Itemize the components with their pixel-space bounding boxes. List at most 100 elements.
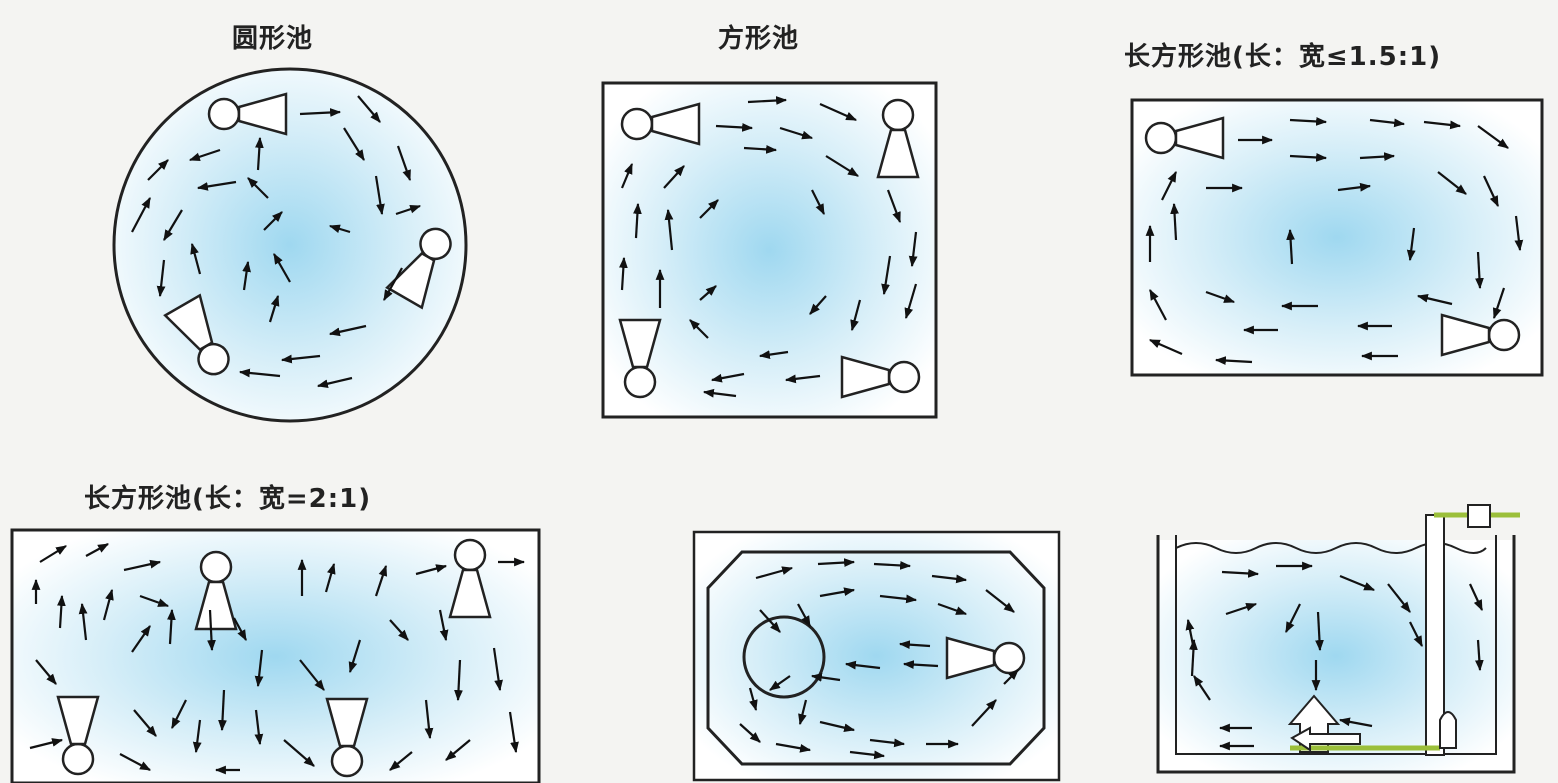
flow-arrow — [454, 659, 463, 702]
flow-arrow — [1289, 153, 1328, 162]
flow-arrow — [218, 689, 227, 732]
flow-arrow — [374, 564, 388, 597]
flow-arrow — [374, 175, 385, 216]
filtered-tank — [1156, 504, 1520, 774]
flow-arrow — [798, 699, 808, 726]
flow-arrow — [283, 739, 315, 767]
flow-arrow — [710, 372, 745, 383]
flow-arrow — [1474, 639, 1484, 672]
flow-arrow-icon — [29, 543, 526, 775]
flow-arrow — [131, 197, 151, 233]
flow-arrow — [424, 699, 434, 740]
flow-arrow — [758, 350, 789, 359]
caption-rect-pool-2: 长方形池(长：宽=2:1) — [84, 484, 372, 514]
flow-arrow — [39, 545, 67, 563]
flow-arrow — [759, 609, 781, 633]
tank-inner-wall — [1175, 535, 1497, 755]
flow-arrow — [280, 354, 321, 364]
flow-arrow — [937, 602, 968, 616]
flow-arrow — [1189, 638, 1198, 677]
flow-arrow — [78, 602, 88, 641]
flow-arrow — [316, 376, 353, 389]
octagon-pool-outline — [706, 550, 1046, 766]
flow-arrow — [1205, 290, 1236, 304]
flow-arrow — [850, 299, 862, 332]
flow-arrow — [664, 208, 674, 251]
rect-pool-2 — [10, 528, 541, 783]
heater-icon — [1439, 711, 1457, 749]
flow-arrow — [119, 753, 151, 771]
flow-arrow-icon — [739, 558, 1019, 760]
square-pool — [601, 81, 938, 419]
flow-arrow — [1289, 117, 1328, 126]
flow-arrow — [357, 95, 381, 123]
flow-return-icon — [1290, 726, 1361, 752]
flow-arrow — [898, 640, 931, 650]
flow-arrow — [748, 687, 758, 712]
flow-arrow — [1475, 251, 1484, 290]
flow-arrow — [819, 720, 856, 733]
flow-arrow — [699, 199, 719, 219]
flow-arrow — [1193, 675, 1211, 701]
flow-arrow — [268, 294, 280, 323]
flow-arrow — [131, 625, 151, 653]
flow-arrow — [389, 751, 413, 771]
flow-arrow — [1221, 569, 1260, 578]
flow-arrow — [415, 564, 448, 576]
flow-arrow — [238, 368, 281, 378]
flow-arrow — [689, 319, 709, 339]
flow-arrow — [254, 649, 264, 688]
flow-arrow — [190, 242, 202, 275]
flow-arrow — [328, 324, 367, 337]
flow-arrow — [445, 739, 471, 761]
flow-arrow — [784, 374, 821, 384]
flow-arrow — [902, 660, 939, 669]
flow-arrow — [1477, 125, 1509, 149]
flow-arrow — [1423, 120, 1462, 130]
flow-arrow — [931, 574, 968, 584]
flow-arrow — [396, 145, 412, 182]
flow-arrow — [825, 155, 859, 177]
flow-arrow — [1416, 293, 1453, 306]
flow-arrow-icon — [1185, 561, 1484, 751]
flow-arrow — [29, 738, 64, 750]
flow-arrow — [196, 180, 237, 191]
flow-arrow — [985, 589, 1015, 613]
flow-arrow — [809, 295, 827, 315]
flow-arrow — [702, 388, 737, 398]
flow-arrow-icon — [618, 96, 918, 398]
flow-arrow — [328, 224, 351, 234]
valve-icon — [1467, 504, 1491, 528]
flow-arrow — [1337, 182, 1372, 192]
flow-arrow — [797, 603, 811, 627]
rect-pool-2-outline — [10, 528, 541, 783]
flow-arrow — [299, 108, 342, 117]
flow-arrow — [844, 660, 881, 670]
flow-arrow — [343, 127, 365, 161]
flow-arrow — [881, 255, 892, 296]
flow-arrow — [743, 144, 778, 154]
flow-arrow — [299, 659, 325, 691]
flow-arrow — [102, 588, 114, 621]
flow-arrow — [715, 123, 754, 132]
flow-arrow — [1483, 175, 1499, 207]
flow-arrow — [263, 211, 283, 231]
flow-arrow — [324, 562, 336, 593]
flow-arrow — [147, 159, 169, 181]
flow-arrow — [739, 723, 761, 743]
flow-arrow — [242, 260, 251, 291]
flow-arrow — [1170, 202, 1179, 241]
flow-arrow — [438, 609, 449, 642]
flow-arrow — [254, 136, 264, 171]
flow-arrow-icon — [131, 95, 422, 389]
flow-arrow — [1149, 289, 1167, 321]
flow-arrow — [849, 750, 886, 760]
flow-arrow — [779, 126, 814, 140]
flow-arrow — [755, 566, 794, 580]
flow-arrow — [492, 647, 503, 692]
flow-arrow — [904, 283, 918, 320]
flow-arrow — [192, 719, 202, 754]
flow-arrow — [133, 709, 157, 737]
flow-arrow — [633, 202, 642, 239]
